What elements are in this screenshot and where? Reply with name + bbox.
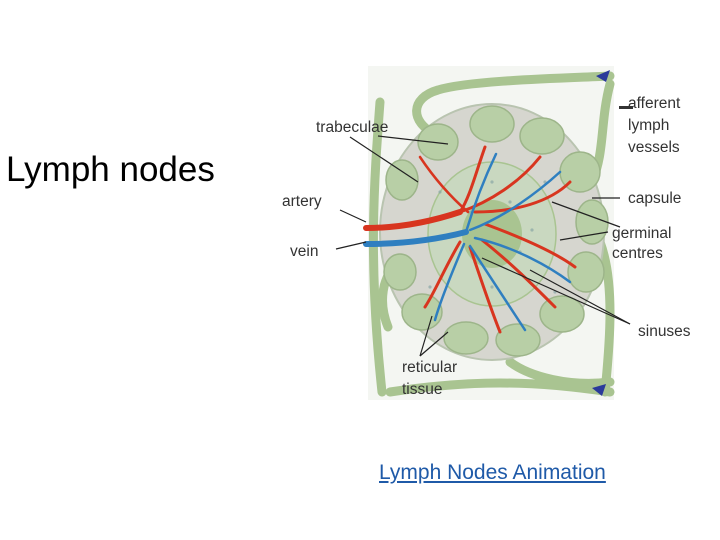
label-afferent-line-1: afferent	[628, 95, 681, 112]
afferent-arrow-icon	[596, 70, 610, 82]
label-tick-mark	[619, 106, 633, 109]
label-capsule: capsule	[628, 190, 681, 207]
label-trabeculae: trabeculae	[316, 119, 388, 136]
cortex-lobules	[383, 105, 609, 357]
lymph-nodes-animation-link[interactable]: Lymph Nodes Animation	[379, 461, 606, 484]
hilum	[462, 200, 522, 268]
label-germinal-line-1: germinal	[612, 225, 671, 242]
label-sinuses: sinuses	[638, 323, 691, 340]
efferent-arrow-icon	[592, 384, 606, 396]
label-afferent-line-3: vessels	[628, 139, 680, 156]
leader-lines	[335, 135, 631, 357]
label-vein: vein	[290, 243, 318, 260]
label-germinal-line-2: centres	[612, 245, 663, 262]
label-afferent-line-2: lymph	[628, 117, 669, 134]
vein-vessels	[363, 152, 572, 332]
label-reticular-line-2: tissue	[402, 381, 443, 398]
label-artery: artery	[282, 193, 322, 210]
lymph-node-diagram: trabeculae artery vein afferent lymph ve…	[270, 62, 710, 402]
artery-vessels	[363, 145, 577, 334]
label-reticular-line-1: reticular	[402, 359, 457, 376]
slide-title: Lymph nodes	[6, 150, 215, 189]
lymph-node-svg: trabeculae artery vein afferent lymph ve…	[282, 66, 691, 400]
